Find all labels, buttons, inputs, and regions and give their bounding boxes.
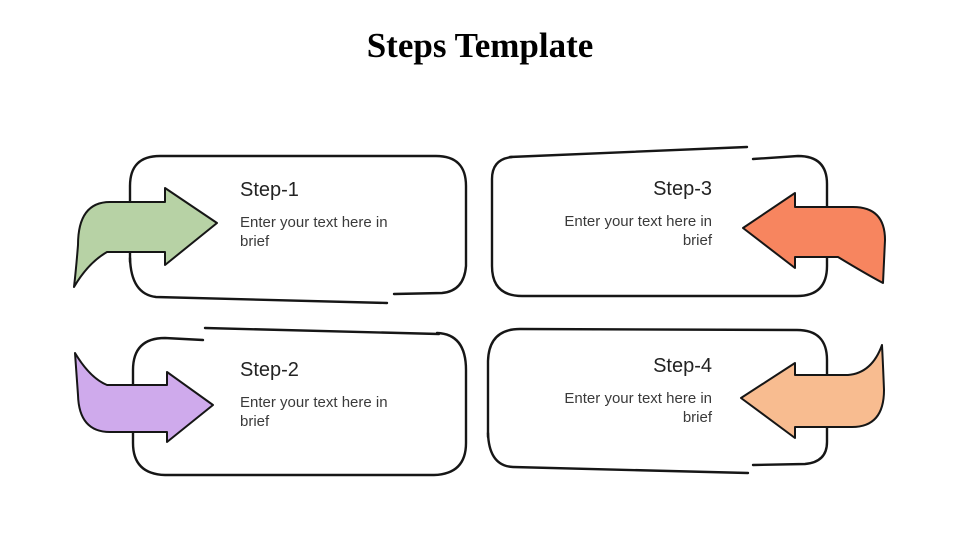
step-2-description: Enter your text here in brief (240, 394, 388, 430)
step-3-box-outline (490, 145, 829, 298)
step-1-curved-arrow-right-icon (73, 187, 218, 288)
step-4-box-outline (486, 327, 829, 475)
step-3-text-block: Step-3 Enter your text here in brief (534, 179, 712, 250)
step-1-title: Step-1 (240, 179, 299, 201)
step-3-curved-arrow-left-icon (742, 192, 886, 284)
step-4-curved-arrow-left-icon (740, 344, 885, 439)
step-4-title: Step-4 (653, 355, 712, 377)
step-2-title: Step-2 (240, 359, 299, 381)
step-3-description: Enter your text here in brief (564, 213, 712, 249)
step-2-curved-arrow-right-icon (74, 352, 214, 443)
step-3-title: Step-3 (653, 178, 712, 200)
step-2-box-outline (131, 326, 468, 477)
step-1-box-outline (128, 154, 468, 305)
page-title: Steps Template (366, 26, 594, 65)
step-1-description: Enter your text here in brief (240, 214, 388, 250)
step-4-description: Enter your text here in brief (564, 390, 712, 426)
step-4-text-block: Step-4 Enter your text here in brief (534, 356, 712, 427)
step-1-text-block: Step-1 Enter your text here in brief (240, 180, 418, 251)
step-2-text-block: Step-2 Enter your text here in brief (240, 360, 418, 431)
